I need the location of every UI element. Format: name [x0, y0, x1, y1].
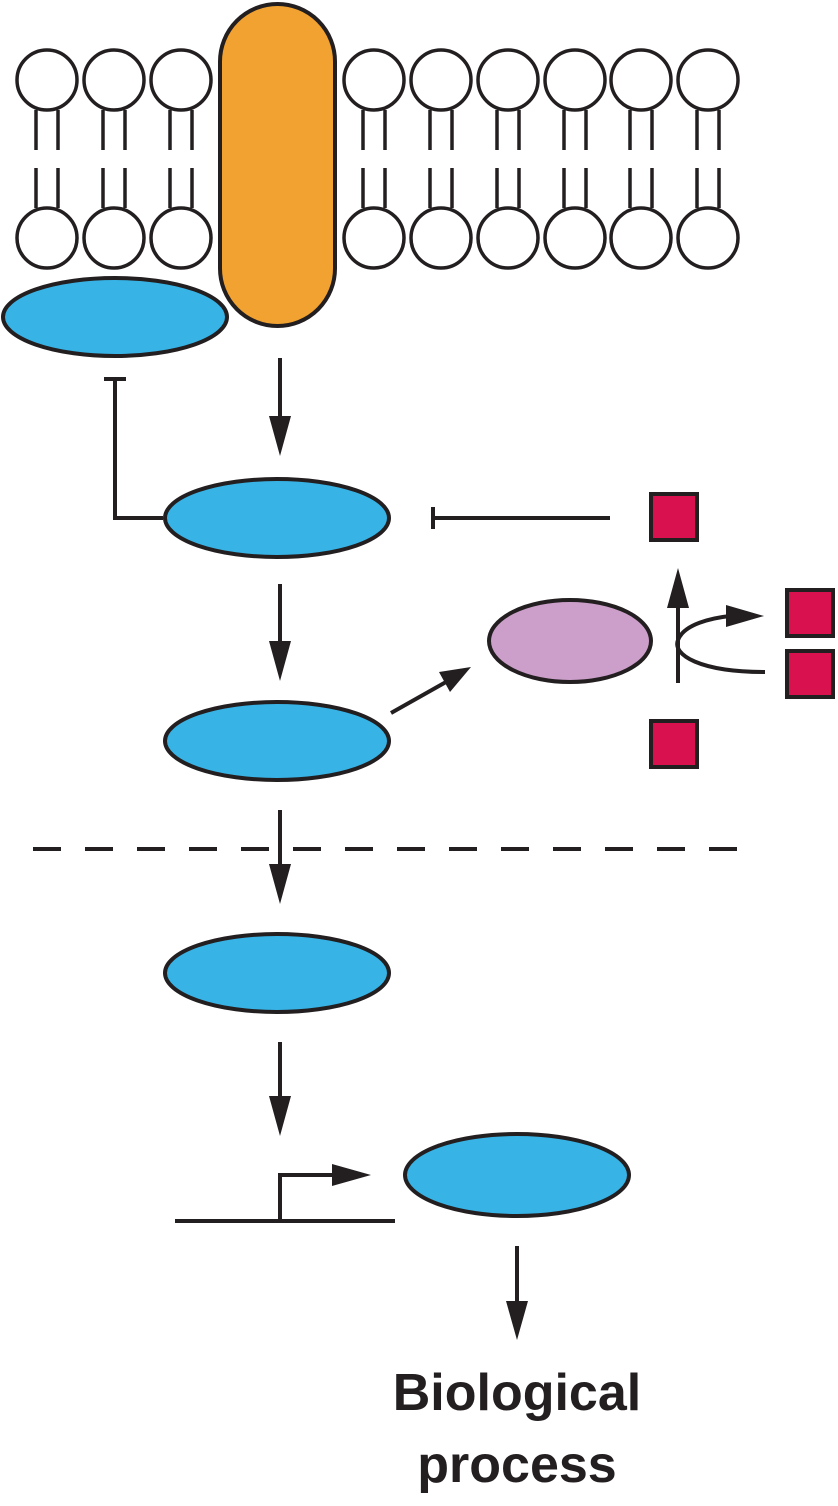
phospholipid [476, 48, 540, 270]
lipid-bilayer [15, 48, 740, 270]
lipid-head-outer [82, 48, 146, 112]
lipid-head-inner [82, 206, 146, 270]
protein-5-gene-product [403, 1132, 631, 1218]
arrow-protein-3-to-protein-4 [269, 810, 291, 904]
outcome-label-line-2: process [417, 1436, 616, 1494]
lipid-head-outer [15, 48, 79, 112]
lipid-head-inner [342, 206, 406, 270]
lipid-head-inner [543, 206, 607, 270]
transmembrane-receptor [218, 2, 337, 328]
lipid-head-outer [149, 48, 213, 112]
lipid-head-outer [476, 48, 540, 112]
membrane-associated-protein [1, 276, 229, 358]
small-molecule-right-upper [785, 588, 835, 638]
phospholipid [543, 48, 607, 270]
arrow-protein-3-to-modulator [390, 667, 471, 715]
lipid-head-outer [342, 48, 406, 112]
conversion-reaction [667, 568, 766, 683]
inhibition-small-molecule-to-protein-2 [431, 507, 610, 529]
protein-4 [163, 932, 391, 1014]
lipid-head-inner [149, 206, 213, 270]
phospholipid [149, 48, 213, 270]
small-molecule-right-lower [785, 649, 835, 699]
lipid-head-inner [15, 206, 79, 270]
phospholipid [15, 48, 79, 270]
lipid-head-inner [609, 206, 673, 270]
arrow-protein-2-to-protein-3 [269, 584, 291, 681]
gene-promoter [175, 1164, 395, 1223]
protein-3 [163, 700, 391, 782]
phospholipid [82, 48, 146, 270]
phospholipid [342, 48, 406, 270]
lipid-head-outer [609, 48, 673, 112]
lipid-head-outer [543, 48, 607, 112]
phospholipid [609, 48, 673, 270]
phospholipid [409, 48, 473, 270]
inhibition-protein-2-to-membrane-protein [104, 377, 163, 520]
outcome-label-line-1: Biological [393, 1364, 641, 1422]
arrow-receptor-to-protein-2 [269, 358, 291, 456]
small-molecule-top [649, 492, 699, 542]
protein-2 [163, 477, 391, 559]
arrow-product-to-outcome [506, 1246, 528, 1340]
small-molecule-bottom [649, 719, 699, 769]
lipid-head-inner [676, 206, 740, 270]
lipid-head-outer [676, 48, 740, 112]
phospholipid [676, 48, 740, 270]
lipid-head-inner [476, 206, 540, 270]
modulator-enzyme [487, 598, 653, 684]
lipid-head-outer [409, 48, 473, 112]
lipid-head-inner [409, 206, 473, 270]
arrow-protein-4-to-gene [269, 1042, 291, 1136]
